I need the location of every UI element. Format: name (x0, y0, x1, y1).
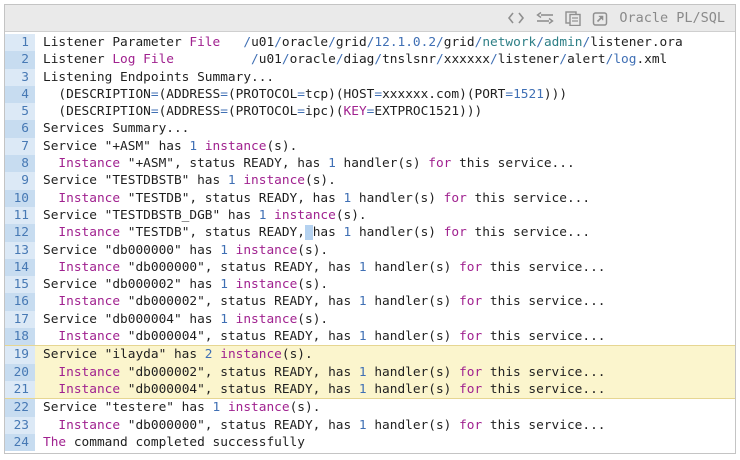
line-number: 22 (5, 399, 35, 417)
code-text: Service "testere" has 1 instance(s). (43, 400, 321, 416)
code-line: 4 (DESCRIPTION=(ADDRESS=(PROTOCOL=tcp)(H… (5, 85, 735, 104)
code-line: 24 The command completed successfully (5, 433, 735, 452)
code-text: Services Summary... (43, 121, 190, 137)
line-number: 19 (5, 346, 35, 364)
code-text: Service "+ASM" has 1 instance(s). (43, 138, 298, 154)
code-line: 5 (DESCRIPTION=(ADDRESS=(PROTOCOL=ipc)(K… (5, 103, 735, 121)
code-line: 3 Listening Endpoints Summary... (5, 68, 735, 86)
code-line: 17 Service "db000004" has 1 instance(s). (5, 310, 735, 329)
code-text: Listener Parameter File /u01/oracle/grid… (43, 35, 683, 50)
line-number: 1 (5, 34, 35, 52)
line-number: 11 (5, 206, 35, 225)
code-text: Instance "db000004", status READY, has 1… (35, 380, 735, 399)
line-number: 6 (5, 120, 35, 138)
line-number: 8 (5, 155, 35, 173)
code-text: The command completed successfully (43, 434, 305, 450)
line-number: 16 (5, 293, 35, 311)
line-number: 7 (5, 137, 35, 156)
code-line: 14 Instance "db000000", status READY, ha… (5, 258, 735, 277)
code-line: 1 Listener Parameter File /u01/oracle/gri… (5, 34, 735, 52)
line-number: 2 (5, 51, 35, 69)
code-line: 18 Instance "db000004", status READY, ha… (5, 328, 735, 346)
code-line: 12 Instance "TESTDB", status READY, has … (5, 224, 735, 242)
code-text: (DESCRIPTION=(ADDRESS=(PROTOCOL=tcp)(HOS… (43, 86, 568, 102)
line-number: 13 (5, 241, 35, 259)
code-line: 8 Instance "+ASM", status READY, has 1 h… (5, 155, 735, 173)
code-text: Instance "db000000", status READY, has 1… (58, 417, 606, 433)
line-number: 12 (5, 224, 35, 242)
code-text: Service "TESTDBSTB" has 1 instance(s). (43, 173, 336, 189)
code-line: 13 Service "db000000" has 1 instance(s). (5, 241, 735, 259)
line-number: 14 (5, 258, 35, 277)
line-number: 20 (5, 363, 35, 381)
code-line: 16 Instance "db000002", status READY, ha… (5, 293, 735, 311)
line-number: 18 (5, 328, 35, 346)
line-wrap-icon[interactable] (536, 11, 555, 25)
line-number: 3 (5, 68, 35, 86)
line-number: 10 (5, 189, 35, 207)
code-line: 7 Service "+ASM" has 1 instance(s). (5, 137, 735, 156)
code-text: Service "db000004" has 1 instance(s). (43, 311, 329, 327)
line-number: 17 (5, 310, 35, 329)
line-number: 5 (5, 103, 35, 121)
code-line: 23 Instance "db000000", status READY, ha… (5, 416, 735, 434)
code-line: 21 Instance "db000004", status READY, ha… (5, 380, 735, 399)
code-text: Service "db000000" has 1 instance(s). (43, 242, 329, 258)
code-text: Instance "db000000", status READY, has 1… (58, 259, 606, 275)
code-line: 11 Service "TESTDBSTB_DGB" has 1 instance… (5, 206, 735, 225)
code-text: Instance "TESTDB", status READY, has 1 h… (58, 190, 591, 206)
line-number: 23 (5, 416, 35, 434)
code-text: (DESCRIPTION=(ADDRESS=(PROTOCOL=ipc)(KEY… (43, 104, 483, 120)
code-line: 2 Listener Log File /u01/oracle/diag/tnsl… (5, 51, 735, 69)
code-viewer-toolbar: Oracle PL/SQL (5, 5, 735, 32)
code-text: Instance "db000002", status READY, has 1… (58, 294, 606, 310)
line-number: 21 (5, 380, 35, 399)
code-line: 9 Service "TESTDBSTB" has 1 instance(s). (5, 172, 735, 190)
code-text: Instance "TESTDB", status READY, has 1 h… (58, 225, 591, 241)
copy-icon[interactable] (565, 10, 582, 26)
code-icon[interactable] (507, 11, 525, 25)
line-number: 15 (5, 276, 35, 294)
code-text: Listener Log File /u01/oracle/diag/tnsls… (43, 52, 668, 68)
code-text: Service "TESTDBSTB_DGB" has 1 instance(s… (43, 207, 367, 223)
language-label: Oracle PL/SQL (619, 10, 725, 26)
text-selection (304, 225, 313, 241)
code-text: Instance "db000004", status READY, has 1… (58, 329, 606, 345)
code-text: Instance "+ASM", status READY, has 1 han… (58, 156, 575, 172)
line-number: 4 (5, 85, 35, 104)
code-line: 22 Service "testere" has 1 instance(s). (5, 398, 735, 417)
code-line: 20 Instance "db000002", status READY, ha… (5, 363, 735, 381)
code-viewer: Oracle PL/SQL 1 Listener Parameter File /… (4, 4, 736, 454)
code-area: 1 Listener Parameter File /u01/oracle/gri… (5, 32, 735, 452)
code-line: 15 Service "db000002" has 1 instance(s). (5, 276, 735, 294)
code-text: Service "ilayda" has 2 instance(s). (35, 346, 735, 364)
line-number: 9 (5, 172, 35, 190)
code-text: Listening Endpoints Summary... (43, 69, 275, 85)
code-line: 10 Instance "TESTDB", status READY, has … (5, 189, 735, 207)
code-text: Instance "db000002", status READY, has 1… (35, 363, 735, 381)
code-text: Service "db000002" has 1 instance(s). (43, 277, 329, 293)
line-number: 24 (5, 433, 35, 452)
code-line: 6 Services Summary... (5, 120, 735, 138)
open-in-new-icon[interactable] (592, 11, 608, 26)
